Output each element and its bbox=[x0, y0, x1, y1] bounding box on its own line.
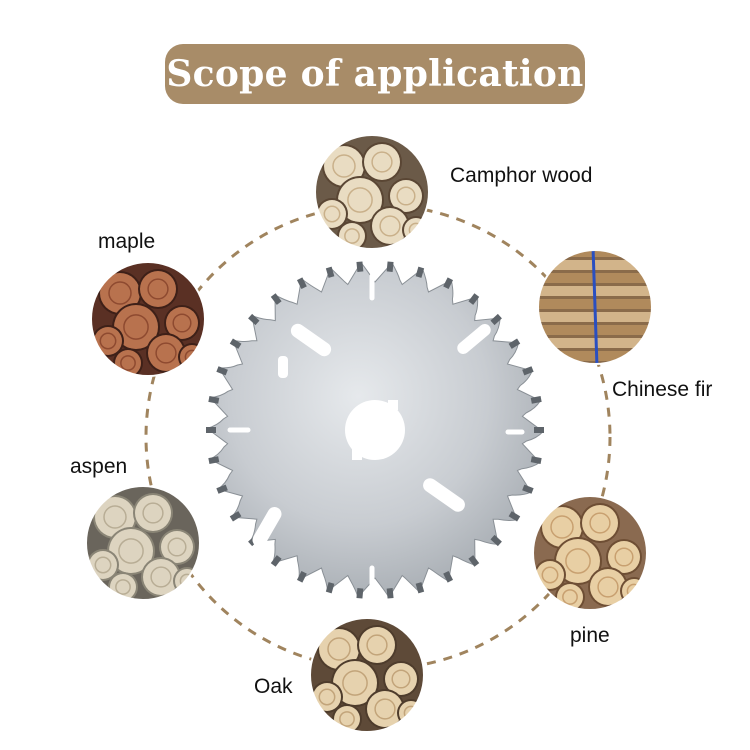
label-aspen: aspen bbox=[70, 455, 128, 478]
saw-tooth-tip bbox=[468, 293, 480, 305]
saw-tooth-tip bbox=[229, 511, 242, 522]
saw-tooth-tip bbox=[325, 582, 335, 594]
saw-tooth-tip bbox=[534, 427, 544, 433]
saw-tooth-tip bbox=[490, 313, 502, 326]
title-banner: Scope of application bbox=[165, 44, 585, 104]
chinese-fir-lumber-stack-image bbox=[537, 249, 653, 365]
saw-tooth-tip bbox=[208, 456, 220, 464]
saw-tooth-tip bbox=[208, 396, 220, 404]
saw-tooth-tip bbox=[296, 277, 307, 290]
saw-tooth-tip bbox=[443, 570, 454, 583]
label-camphor-wood: Camphor wood bbox=[450, 164, 593, 187]
saw-tooth-tip bbox=[508, 511, 521, 522]
saw-tooth-tip bbox=[530, 396, 542, 404]
saw-tooth-tip bbox=[522, 484, 534, 494]
page-title: Scope of application bbox=[166, 53, 584, 95]
saw-tooth-tip bbox=[468, 555, 480, 567]
saw-tooth-tip bbox=[522, 366, 534, 376]
saw-tooth-tip bbox=[206, 427, 216, 433]
label-maple: maple bbox=[98, 230, 156, 253]
saw-tooth-tip bbox=[270, 293, 282, 305]
saw-tooth-tip bbox=[270, 555, 282, 567]
saw-tooth-tip bbox=[356, 588, 364, 599]
saw-tooth-tip bbox=[508, 338, 521, 349]
saw-tooth-tip bbox=[229, 338, 242, 349]
maple-log-pile-image bbox=[90, 261, 206, 377]
camphor-wood-logs-image bbox=[314, 134, 430, 250]
saw-tooth-tip bbox=[386, 588, 394, 599]
label-oak: Oak bbox=[254, 675, 293, 698]
saw-tooth-tip bbox=[356, 261, 364, 272]
saw-tooth-tip bbox=[216, 366, 228, 376]
saw-tooth-tip bbox=[443, 277, 454, 290]
aspen-log-pile-image bbox=[85, 485, 201, 601]
saw-tooth-tip bbox=[248, 313, 260, 326]
saw-tooth-tip bbox=[415, 266, 425, 278]
saw-tooth-tip bbox=[216, 484, 228, 494]
saw-tooth-tip bbox=[530, 456, 542, 464]
saw-tooth-tip bbox=[490, 534, 502, 547]
saw-tooth-tip bbox=[296, 570, 307, 583]
saw-blade-icon bbox=[205, 261, 544, 599]
pine-log-pile-image bbox=[532, 495, 648, 611]
oak-log-ends-image bbox=[309, 617, 425, 733]
saw-tooth-tip bbox=[386, 261, 394, 272]
saw-tooth-tip bbox=[325, 266, 335, 278]
label-chinese-fir: Chinese fir bbox=[612, 378, 713, 401]
label-pine: pine bbox=[570, 624, 610, 647]
saw-tooth-tip bbox=[415, 582, 425, 594]
